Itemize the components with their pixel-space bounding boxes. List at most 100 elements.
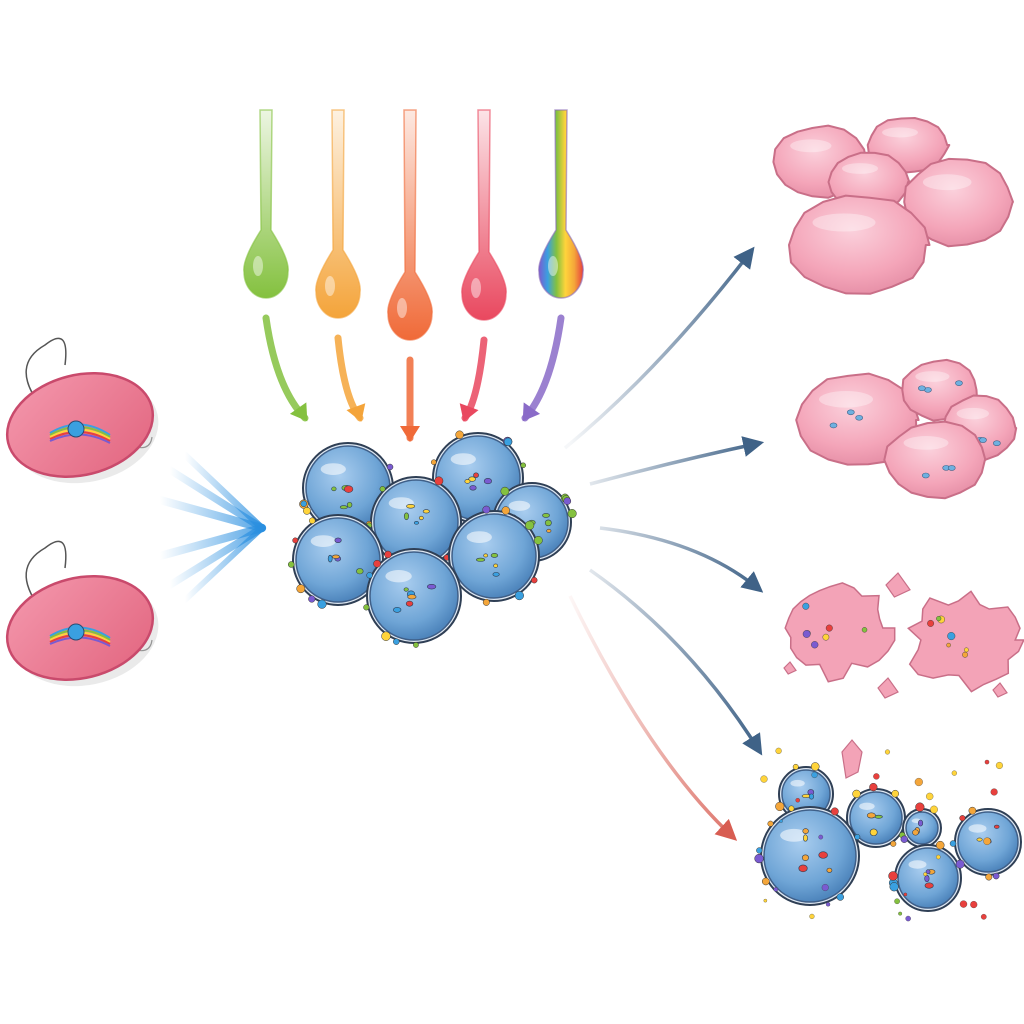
central-cell-surface-dot <box>381 631 391 641</box>
dispersed-cell-particle <box>802 828 809 834</box>
dispersed-particle <box>811 771 818 779</box>
spotted-cluster-spot <box>847 409 855 416</box>
central-cell-particle <box>468 476 476 482</box>
dispersed-cell-particle <box>917 819 924 827</box>
dispersed-particle <box>809 913 815 919</box>
dispersed-cell-membrane <box>905 811 939 845</box>
central-cell-particle <box>339 505 348 510</box>
dispersed-particle <box>773 887 779 892</box>
spotted-cluster <box>883 420 987 500</box>
dispersed-cell-particle <box>808 793 815 800</box>
dispersed-cell-surface-dot <box>935 840 945 850</box>
central-cell-surface-dot <box>379 486 386 492</box>
dispersed-cell-particle <box>869 828 878 837</box>
fragment-particle <box>936 616 942 622</box>
dispersed-cell-particle <box>866 812 876 819</box>
green-droplet-shape <box>243 109 289 299</box>
dispersed-cell-surface-dot <box>788 805 795 812</box>
dispersed-cell-particle <box>976 837 983 842</box>
central-cell-particle <box>492 572 500 577</box>
central-cell-particle <box>490 553 499 558</box>
central-cell-surface-dot <box>303 506 311 515</box>
rainbow-droplet <box>538 109 584 299</box>
dispersed-cell-particle <box>993 824 1000 829</box>
outcome-dispersed-cells <box>754 739 1022 922</box>
central-cell-particle <box>546 528 552 533</box>
dispersed-particle <box>995 761 1003 769</box>
dispersed-cell-particle <box>801 854 809 861</box>
central-cell-surface-dot <box>300 500 307 507</box>
dispersed-cell-particle <box>912 829 919 836</box>
central-cell-particle <box>422 509 430 514</box>
fragment-mass <box>907 590 1024 693</box>
pink-cluster-body <box>903 157 1014 248</box>
spotted-cluster-body <box>883 420 987 500</box>
central-cell-surface-dot <box>503 437 513 447</box>
dispersed-cell <box>888 840 965 912</box>
outcome-arrow <box>563 246 755 450</box>
orange-droplet-highlight <box>325 276 335 296</box>
fragment-particle <box>946 642 951 648</box>
dispersed-cell-surface-dot <box>900 835 908 843</box>
central-cell-particle <box>476 557 486 562</box>
bacteria-group <box>5 337 159 687</box>
bacterium-top <box>5 337 159 484</box>
central-cell-surface-dot <box>567 509 577 519</box>
dispersed-cell-surface-dot <box>889 882 899 892</box>
dispersed-particle <box>970 901 978 909</box>
outcome-pink-clusters-spotted <box>795 358 1018 500</box>
dispersed-particle <box>884 749 890 755</box>
central-cell-particle <box>406 503 416 509</box>
red-orange-droplet-shape <box>387 109 433 341</box>
central-cell-surface-dot <box>482 598 490 606</box>
spray-stroke <box>182 525 265 603</box>
dispersed-cell-particle <box>874 814 883 819</box>
dispersed-particle <box>905 915 911 922</box>
droplet-group <box>243 109 584 341</box>
central-cell-surface-dot <box>482 505 491 514</box>
dispersed-cell-surface-dot <box>792 763 799 770</box>
central-cell-surface-dot <box>531 577 538 584</box>
central-cell-surface-dot <box>384 550 392 559</box>
dispersed-cell-surface-dot <box>767 820 774 827</box>
dispersed-cell-surface-dot <box>754 853 764 864</box>
bacterium-bottom <box>5 540 159 687</box>
dispersed-cell-surface-dot <box>830 807 839 816</box>
dispersed-particle <box>990 788 998 796</box>
dispersed-particle <box>760 775 768 783</box>
central-cell-surface-dot <box>563 497 572 505</box>
central-cell-surface-dot <box>500 486 510 496</box>
fragment-particle <box>802 630 811 638</box>
central-cell-surface-dot <box>287 561 295 568</box>
spotted-cluster <box>795 372 920 466</box>
pink-droplet-highlight <box>471 278 481 298</box>
central-cell-particle <box>426 583 437 590</box>
spotted-cluster-spot <box>979 437 987 443</box>
dispersed-cell-surface-dot <box>992 872 1000 880</box>
fragment-mass <box>784 582 896 683</box>
rainbow-droplet-highlight <box>548 256 558 276</box>
fragment-piece <box>783 661 797 675</box>
central-cell-surface-dot <box>524 520 535 530</box>
pink-cluster-body <box>788 194 931 295</box>
central-cell-particle <box>483 553 489 558</box>
central-cell-particle <box>393 607 402 613</box>
droplet-arrows <box>262 314 565 442</box>
central-cell-surface-dot <box>373 559 381 568</box>
dispersed-cell-surface-dot <box>949 840 957 847</box>
green-droplet-arrow <box>262 314 309 422</box>
central-cell-surface-dot <box>413 642 419 648</box>
spotted-cluster-spot <box>947 465 956 471</box>
central-cell <box>299 442 394 538</box>
central-cell-surface-dot <box>533 535 543 545</box>
dispersed-particle <box>825 902 831 907</box>
outcome-arrow <box>588 568 763 756</box>
outcome-arrow <box>599 526 764 593</box>
fragment-particle <box>962 651 968 658</box>
central-cell-particle <box>544 519 552 527</box>
dispersed-cell-particle <box>802 834 808 842</box>
fragment-piece <box>992 682 1008 698</box>
pink-droplet-arrowhead <box>459 403 479 422</box>
central-cell-surface-dot <box>308 517 316 524</box>
